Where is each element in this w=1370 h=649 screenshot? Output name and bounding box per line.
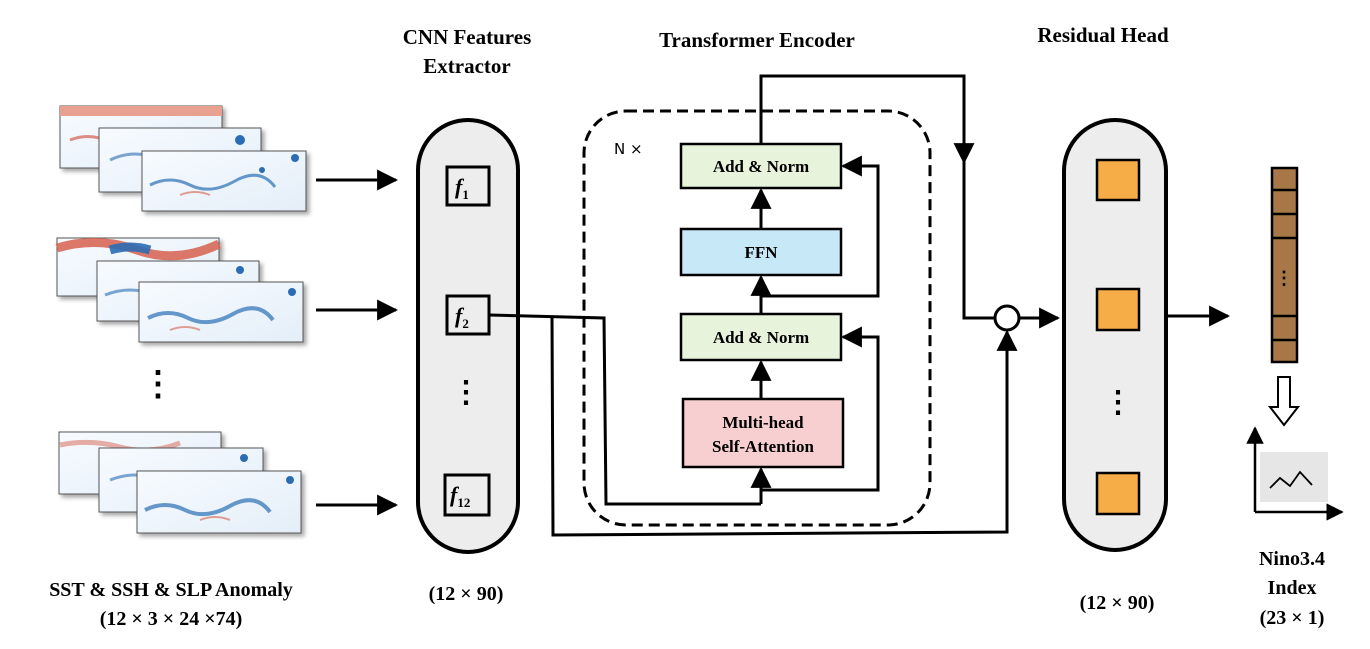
encoder-residual-bottom — [761, 326, 880, 492]
skip-connection-line — [550, 317, 1018, 537]
input-map-stack-2 — [55, 237, 304, 343]
encoder-residual-top — [761, 155, 880, 298]
feature-box-f1: f1 — [445, 165, 491, 207]
mha-label-line1: Multi-head — [722, 413, 804, 432]
add-norm-bottom-label: Add & Norm — [713, 328, 809, 347]
feature-f1-label: f1 — [455, 174, 469, 202]
residual-unit-1 — [1095, 158, 1141, 202]
cnn-heading-line1: CNN Features — [403, 25, 532, 49]
output-caption-line2: Index — [1268, 577, 1317, 599]
mha-label-line2: Self-Attention — [712, 437, 815, 456]
residual-ellipsis: ⋮ — [1103, 386, 1133, 419]
output-caption-line1: Nino3.4 — [1259, 548, 1325, 570]
ffn-box: FFN — [679, 227, 843, 277]
encoder-output-line — [759, 74, 975, 165]
feature-f2-label: f2 — [455, 303, 469, 331]
residual-unit-2 — [1095, 287, 1141, 332]
output-vector: ⋮ — [1270, 166, 1299, 364]
output-chart-icon — [1246, 426, 1344, 521]
ffn-label: FFN — [744, 243, 778, 262]
map-layer — [141, 150, 307, 212]
cnn-feature-capsule — [416, 118, 520, 554]
cnn-heading-line2: Extractor — [423, 54, 510, 78]
input-caption-line2: (12 × 3 × 24 ×74) — [100, 608, 243, 630]
residual-unit-3 — [1095, 471, 1141, 516]
add-norm-bottom-box: Add & Norm — [679, 312, 843, 362]
multi-head-attention-box: Multi-head Self-Attention — [681, 397, 845, 469]
residual-add-node — [993, 304, 1021, 332]
input-map-stack-3 — [58, 431, 302, 534]
f2-to-encoder-line — [489, 313, 761, 506]
encoder-output-to-combine — [962, 162, 994, 320]
residual-head-capsule — [1062, 118, 1168, 552]
transformer-heading: Transformer Encoder — [659, 28, 855, 52]
map-layer — [138, 281, 304, 343]
feature-ellipsis: ⋮ — [451, 376, 481, 409]
output-ellipsis: ⋮ — [1275, 268, 1293, 288]
input-ellipsis: ⋮ — [141, 366, 175, 403]
residual-dim-caption: (12 × 90) — [1080, 592, 1155, 614]
add-norm-top-label: Add & Norm — [713, 157, 809, 176]
add-norm-top-box: Add & Norm — [679, 142, 843, 190]
feature-f12-label: f12 — [450, 482, 470, 510]
map-layer — [136, 470, 302, 534]
output-caption-line3: (23 × 1) — [1260, 607, 1325, 629]
input-map-stack-1 — [59, 105, 307, 212]
input-caption-line1: SST & SSH & SLP Anomaly — [49, 579, 293, 601]
residual-heading: Residual Head — [1037, 23, 1169, 47]
down-arrow-icon — [1267, 376, 1301, 427]
feature-box-f12: f12 — [443, 473, 491, 517]
feature-box-f2: f2 — [445, 294, 491, 336]
repeat-label: N × — [614, 140, 643, 158]
cnn-dim-caption: (12 × 90) — [429, 583, 504, 605]
